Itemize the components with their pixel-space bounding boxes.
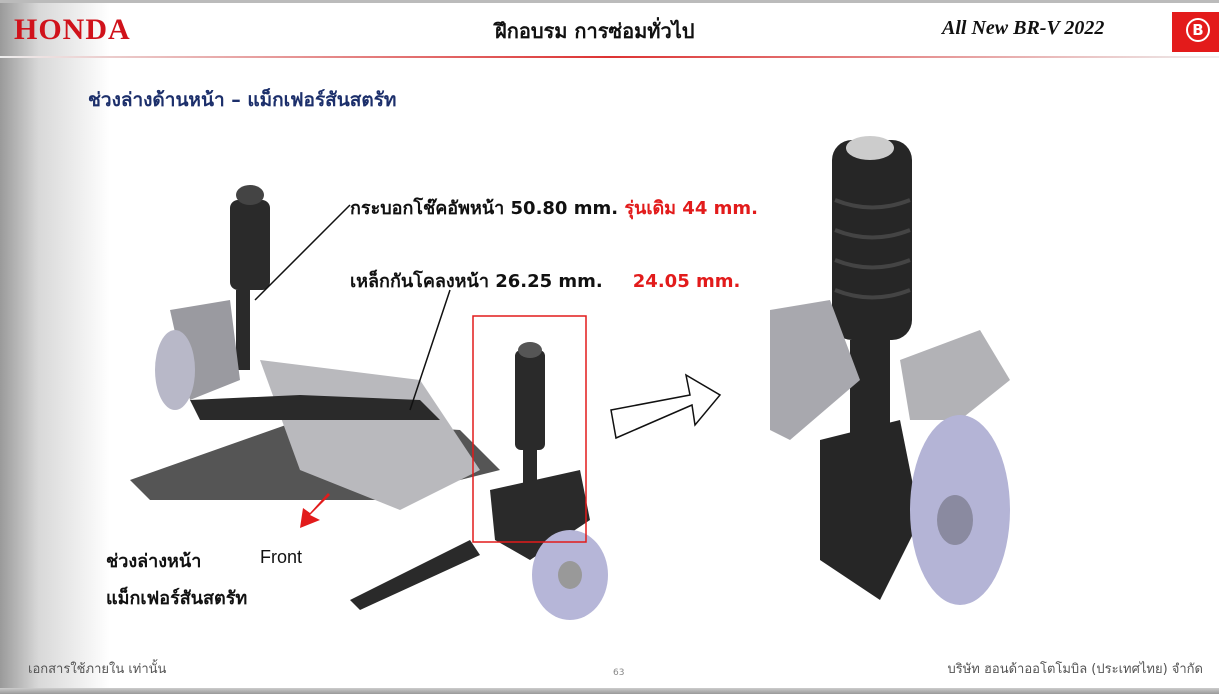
shock-label: กระบอกโช๊คอัพหน้า 50.80 mm. [350,198,619,219]
header-title: ฝึกอบรม การซ่อมทั่วไป [495,19,695,43]
footer-left: เอกสารใช้ภายใน เท่านั้น [28,662,167,677]
stabilizer-callout: เหล็กกันโคลงหน้า 26.25 mm. 24.05 mm. [350,266,740,295]
dealer-badge-icon: B [1172,12,1219,52]
badge-letter: B [1186,18,1210,42]
honda-logo: HONDA [14,13,131,46]
front-label: Front [260,547,303,567]
stabilizer-label: เหล็กกันโคลงหน้า 26.25 mm. [350,271,603,292]
shock-old-value: รุ่นเดิม 44 mm. [624,198,758,219]
footer-right: บริษัท ฮอนด้าออโตโมบิล (ประเทศไทย) จำกัด [947,662,1203,677]
top-bar [0,0,1219,3]
caption-line2: แม็กเฟอร์สันสตรัท [106,588,248,609]
model-name: All New BR-V 2022 [942,17,1105,39]
caption-line1: ช่วงล่างหน้า [106,551,202,572]
header-divider [0,56,1219,58]
bottom-bar [0,688,1219,694]
slide-subtitle: ช่วงล่างด้านหน้า – แม็กเฟอร์สันสตรัท [88,89,397,111]
shock-absorber-callout: กระบอกโช๊คอัพหน้า 50.80 mm. รุ่นเดิม 44 … [350,193,758,222]
left-shade [0,0,110,694]
page-number: 63 [613,668,625,678]
stabilizer-old-value: 24.05 mm. [632,271,741,292]
